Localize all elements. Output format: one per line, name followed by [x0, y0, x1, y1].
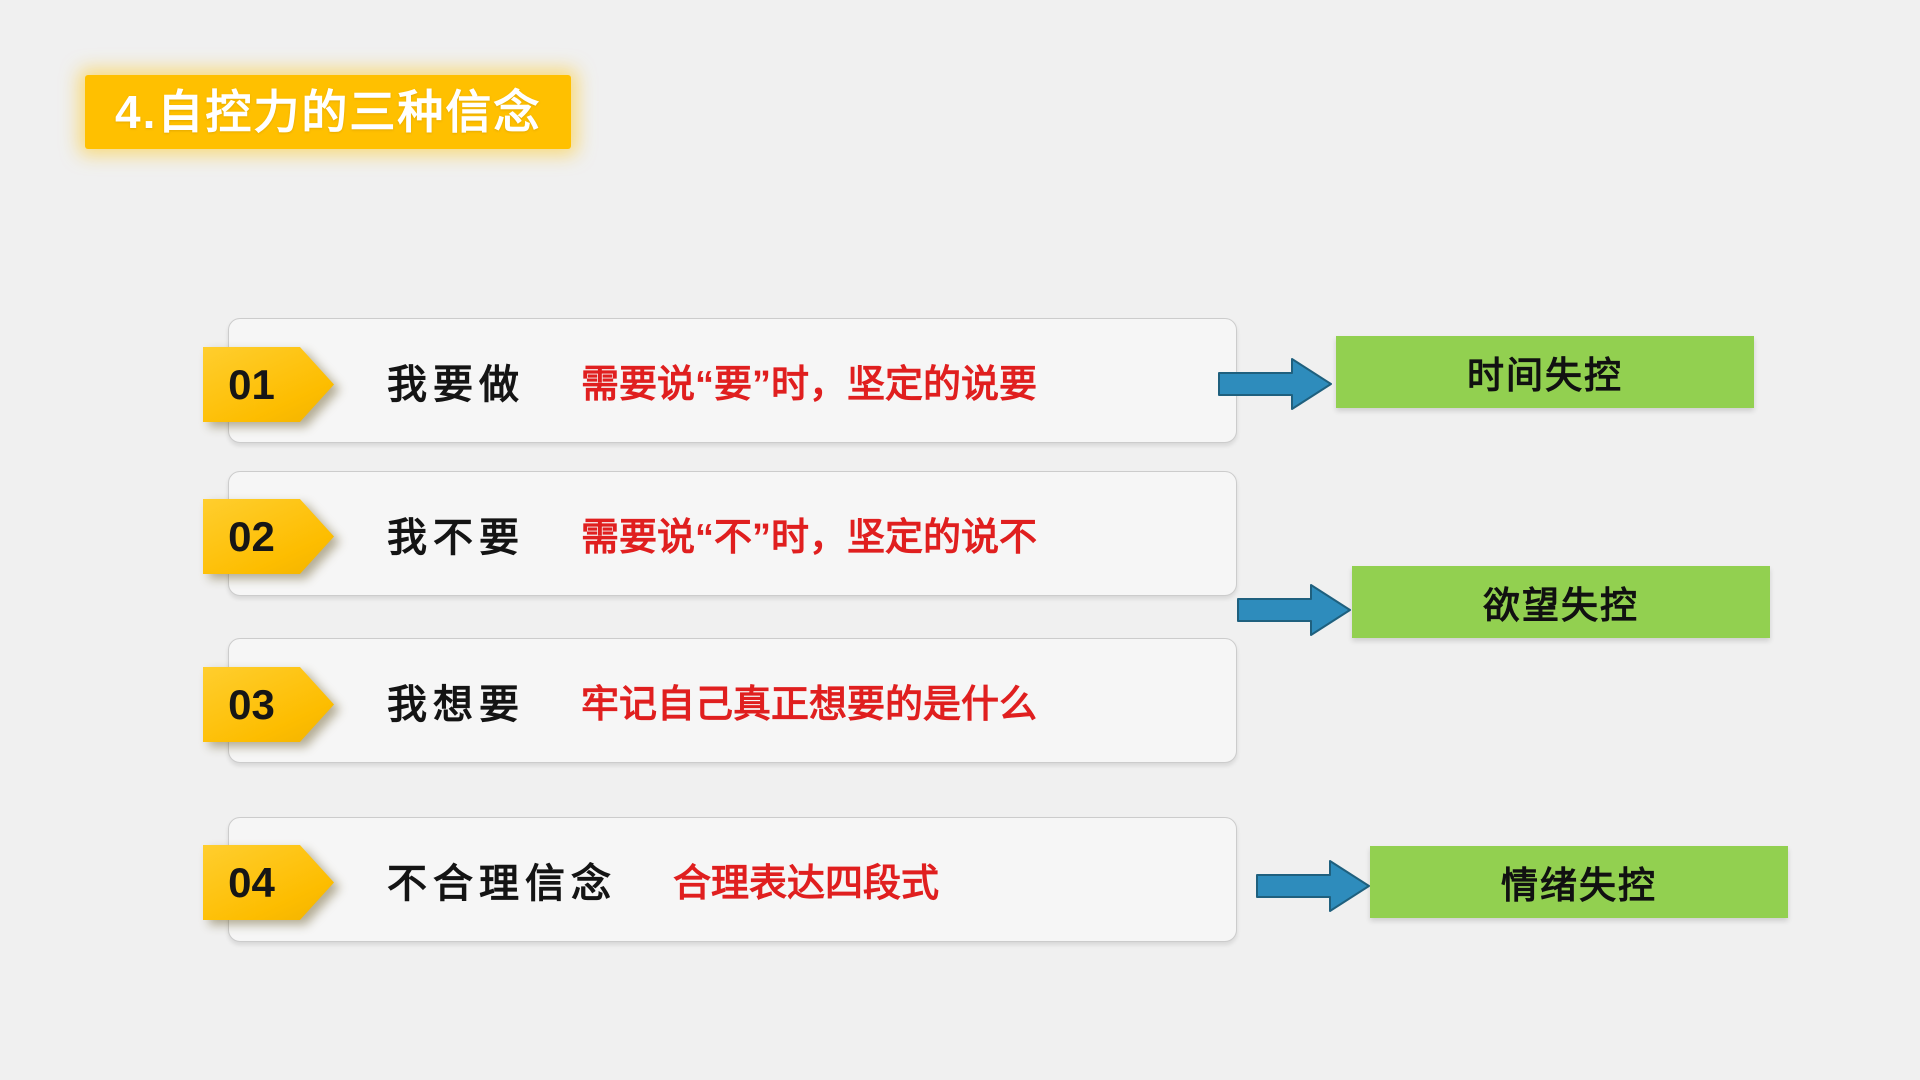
belief-card-3: 我想要 牢记自己真正想要的是什么 — [228, 638, 1237, 763]
belief-card-1: 我要做 需要说“要”时，坚定的说要 — [228, 318, 1237, 443]
outcome-box-time: 时间失控 — [1336, 336, 1754, 408]
belief-card-2: 我不要 需要说“不”时，坚定的说不 — [228, 471, 1237, 596]
belief-note: 合理表达四段式 — [673, 863, 940, 905]
right-arrow-icon — [1256, 860, 1370, 912]
outcome-box-emotion: 情绪失控 — [1370, 846, 1788, 918]
right-arrow-icon — [1218, 358, 1332, 410]
belief-note: 牢记自己真正想要的是什么 — [581, 684, 1038, 726]
belief-label: 我想要 — [387, 682, 525, 727]
belief-label: 我要做 — [387, 362, 525, 407]
right-arrow-icon — [1237, 584, 1351, 636]
belief-note: 需要说“不”时，坚定的说不 — [581, 517, 1038, 559]
slide-title: 4.自控力的三种信念 — [85, 75, 572, 149]
belief-note: 需要说“要”时，坚定的说要 — [581, 364, 1038, 406]
belief-label: 我不要 — [387, 515, 525, 560]
outcome-box-desire: 欲望失控 — [1352, 566, 1770, 638]
belief-card-4: 不合理信念 合理表达四段式 — [228, 817, 1237, 942]
belief-label: 不合理信念 — [387, 861, 617, 906]
